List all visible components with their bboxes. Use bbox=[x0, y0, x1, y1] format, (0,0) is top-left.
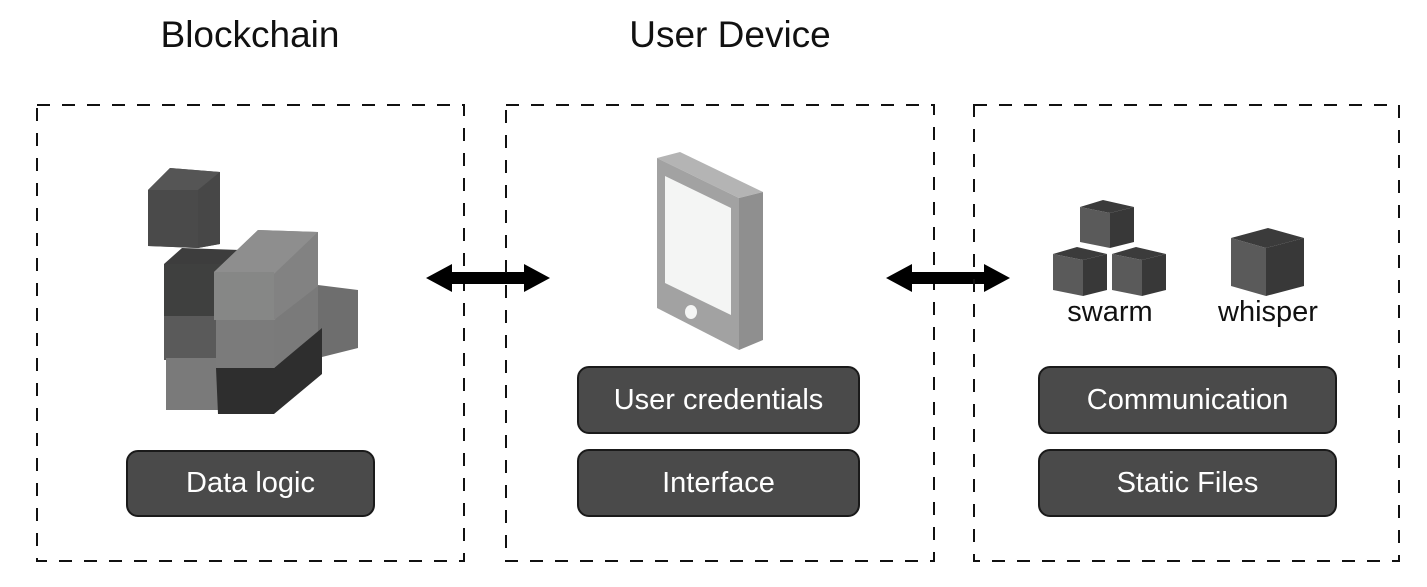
data-logic-box: Data logic bbox=[126, 450, 375, 517]
user-device-title: User Device bbox=[629, 14, 831, 55]
panel-dashed-border bbox=[973, 104, 1400, 562]
panel-dashed-border bbox=[36, 104, 465, 562]
panel-dashed-border bbox=[505, 104, 935, 562]
blockchain-panel bbox=[36, 104, 465, 562]
static-files-box: Static Files bbox=[1038, 449, 1337, 517]
user-credentials-box: User credentials bbox=[577, 366, 860, 434]
blockchain-title: Blockchain bbox=[160, 14, 340, 55]
communication-box: Communication bbox=[1038, 366, 1337, 434]
swarm-label: swarm bbox=[1067, 296, 1153, 328]
stacked-blocks-icon bbox=[148, 168, 358, 414]
whisper-label: whisper bbox=[1218, 296, 1318, 328]
services-panel bbox=[973, 104, 1400, 562]
bidirectional-arrow-icon bbox=[886, 264, 1010, 292]
interface-box: Interface bbox=[577, 449, 860, 517]
tablet-device-icon bbox=[657, 152, 763, 350]
user-device-panel bbox=[505, 104, 935, 562]
whisper-cube-icon bbox=[1231, 228, 1304, 296]
bidirectional-arrow-icon bbox=[426, 264, 550, 292]
swarm-cubes-icon bbox=[1053, 200, 1166, 296]
